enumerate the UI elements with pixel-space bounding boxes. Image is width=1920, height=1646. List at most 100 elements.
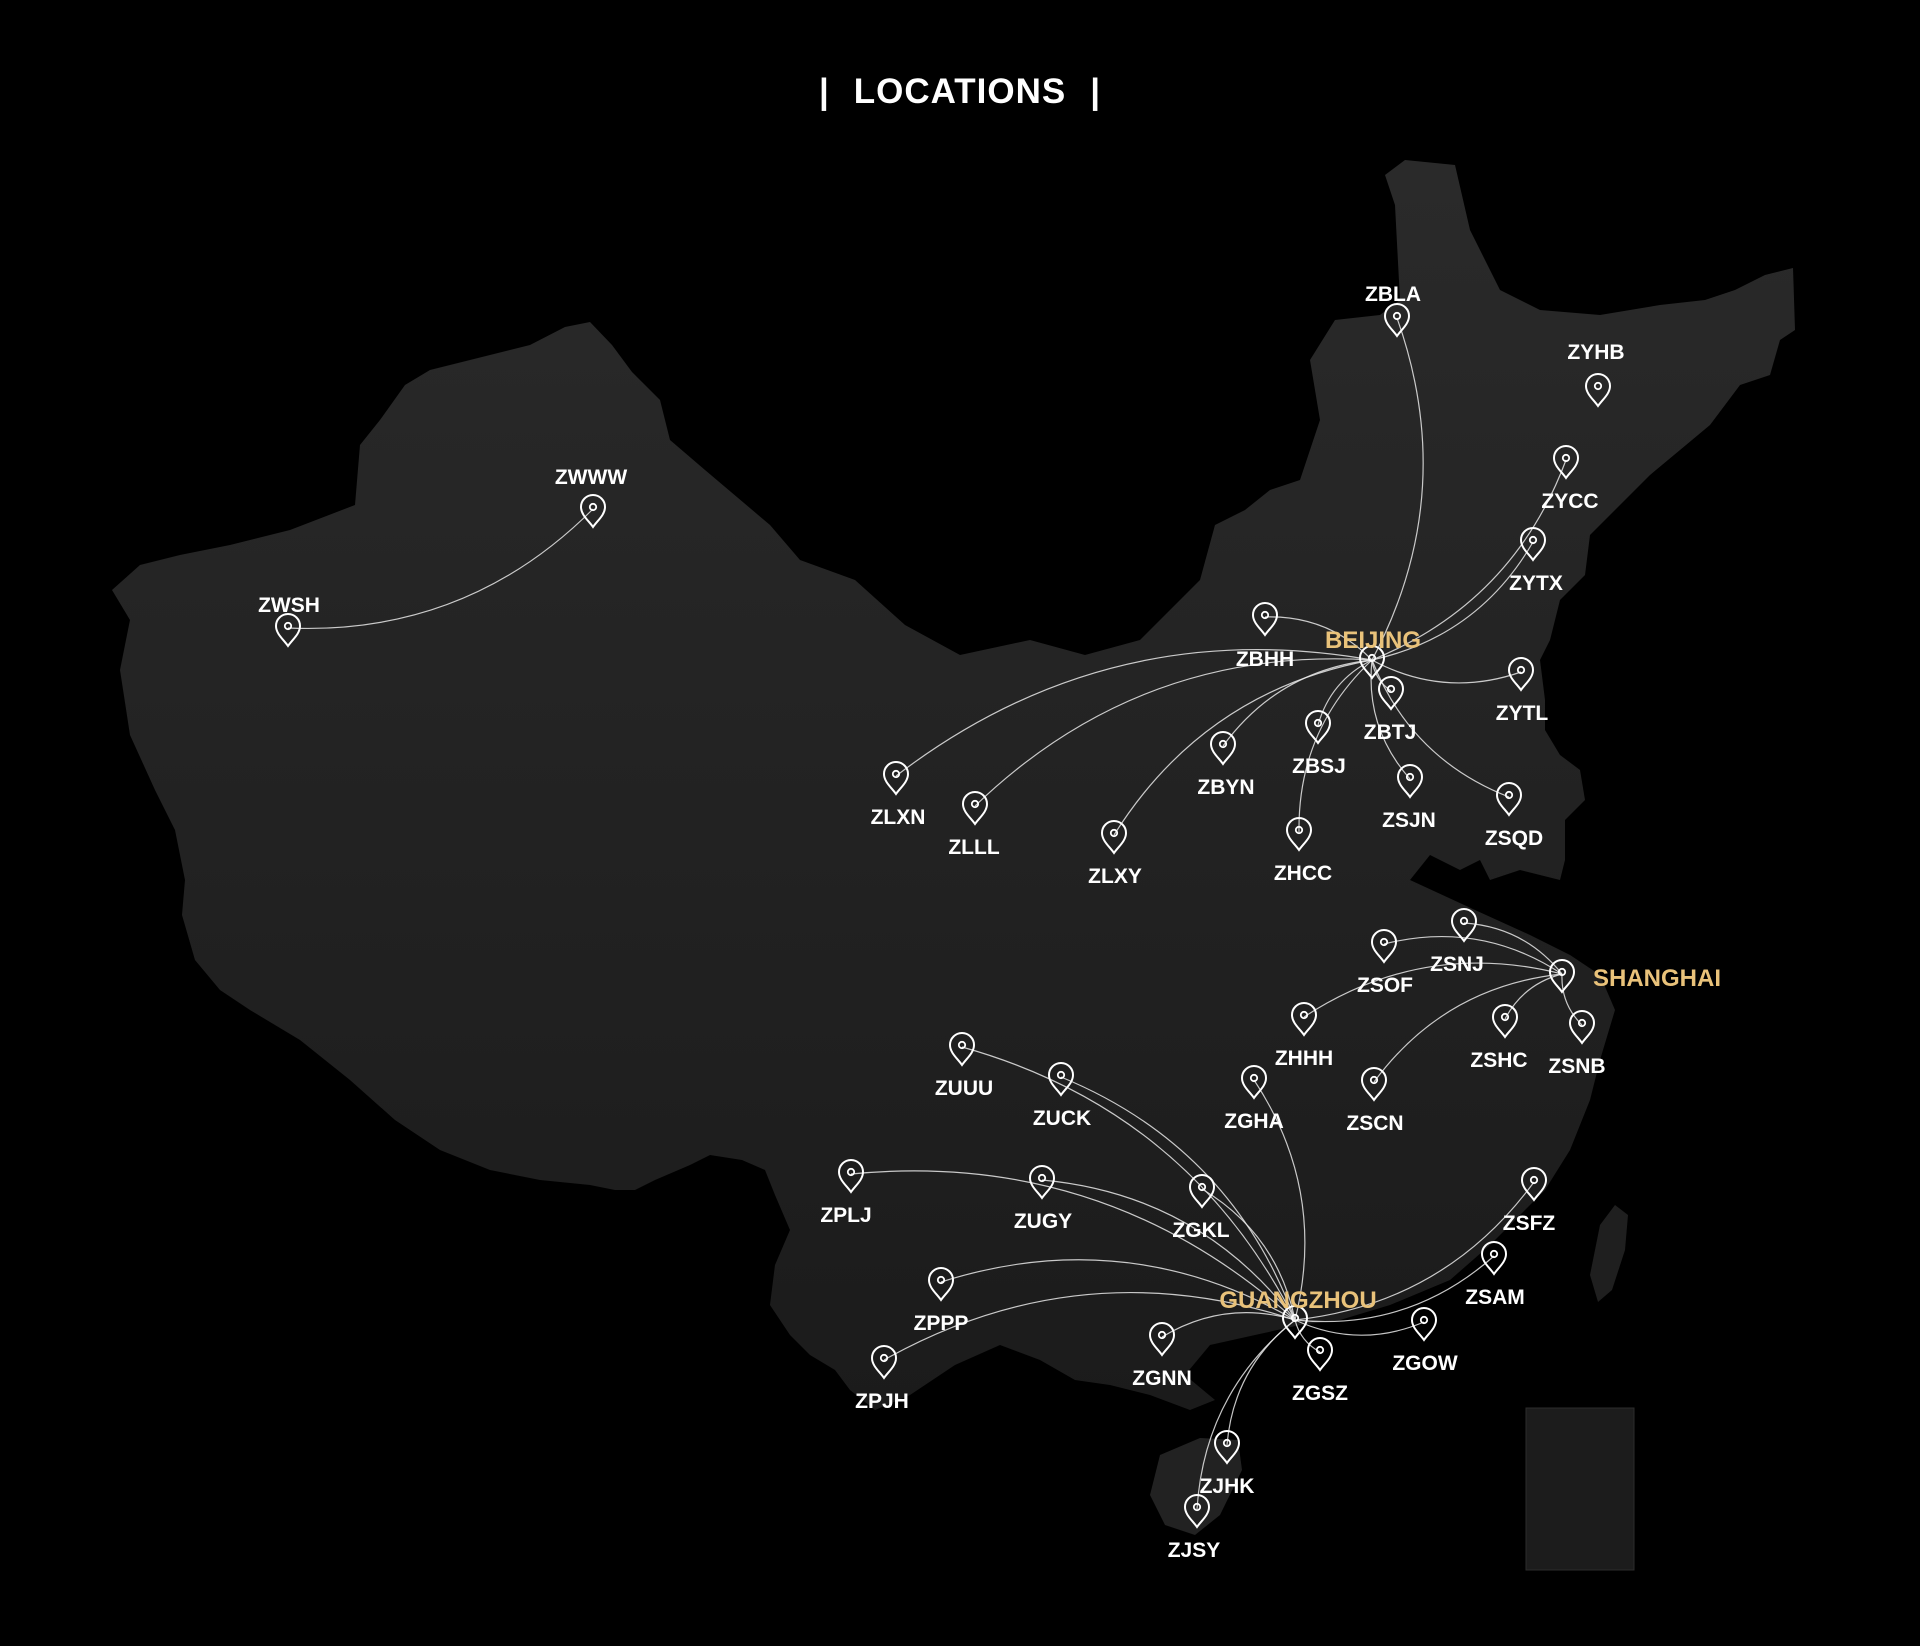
airport-code-label: ZBYN	[1197, 776, 1254, 799]
airport-code-label: ZSAM	[1465, 1286, 1525, 1309]
airport-marker-zytx[interactable]: ZYTX	[1509, 527, 1563, 595]
hub-marker-beijing[interactable]: BEIJING	[1325, 627, 1421, 679]
airport-marker-zgkl[interactable]: ZGKL	[1172, 1174, 1230, 1242]
route-guangzhou-zsam	[1294, 1255, 1495, 1323]
airport-marker-zsqd[interactable]: ZSQD	[1485, 782, 1543, 850]
airport-marker-zuuu[interactable]: ZUUU	[935, 1032, 993, 1100]
airport-marker-zuck[interactable]: ZUCK	[1033, 1062, 1091, 1130]
airport-marker-zhhh[interactable]: ZHHH	[1275, 1002, 1333, 1070]
route-guangzhou-zugy	[1041, 1179, 1296, 1321]
route-shanghai-zsof	[1383, 935, 1563, 975]
route-shanghai-zshc	[1504, 973, 1563, 1020]
airport-marker-zlll[interactable]: ZLLL	[948, 791, 1000, 859]
airport-code-label: ZBLA	[1365, 283, 1421, 306]
airport-marker-zppp[interactable]: ZPPP	[914, 1267, 969, 1335]
route-guangzhou-zgkl	[1201, 1188, 1296, 1321]
airport-code-label: ZLLL	[948, 836, 999, 859]
route-beijing-zbla	[1371, 317, 1424, 661]
route-guangzhou-zgow	[1294, 1319, 1425, 1336]
airport-marker-zgsz[interactable]: ZGSZ	[1292, 1337, 1348, 1405]
airport-marker-zycc[interactable]: ZYCC	[1541, 445, 1599, 513]
airport-code-label: ZBSJ	[1292, 755, 1346, 778]
airport-code-label: ZSNB	[1548, 1055, 1605, 1078]
airport-code-label: ZBTJ	[1364, 721, 1417, 744]
airport-code-label: ZSNJ	[1430, 953, 1484, 976]
airport-code-label: ZSJN	[1382, 809, 1436, 832]
airport-code-label: ZPJH	[855, 1390, 909, 1413]
route-beijing-zlxy	[1113, 659, 1373, 836]
airport-marker-zpjh[interactable]: ZPJH	[855, 1345, 909, 1413]
airport-code-label: ZGKL	[1172, 1219, 1229, 1242]
route-guangzhou-zuck	[1060, 1076, 1296, 1321]
airport-marker-zsam[interactable]: ZSAM	[1465, 1241, 1525, 1309]
route-beijing-zsqd	[1371, 659, 1510, 798]
airport-marker-zsfz[interactable]: ZSFZ	[1503, 1167, 1556, 1235]
airport-code-label: ZGNN	[1132, 1367, 1192, 1390]
airport-code-label: ZGSZ	[1292, 1382, 1348, 1405]
airport-code-label: ZJHK	[1200, 1475, 1255, 1498]
route-beijing-zbsj	[1317, 659, 1373, 726]
title-divider-right: |	[1090, 72, 1102, 111]
airport-marker-zbtj[interactable]: ZBTJ	[1364, 676, 1417, 744]
airport-marker-zgow[interactable]: ZGOW	[1392, 1307, 1458, 1375]
airport-marker-zbsj[interactable]: ZBSJ	[1292, 710, 1346, 778]
airport-marker-zgnn[interactable]: ZGNN	[1132, 1322, 1192, 1390]
airport-marker-zwww[interactable]: ZWWW	[555, 466, 627, 528]
route-beijing-zlxn	[895, 648, 1373, 777]
airport-marker-zugy[interactable]: ZUGY	[1014, 1165, 1072, 1233]
airport-code-label: ZPPP	[914, 1312, 969, 1335]
airport-code-label: ZPLJ	[820, 1204, 871, 1227]
route-guangzhou-zplj	[850, 1170, 1296, 1321]
airport-marker-zscn[interactable]: ZSCN	[1346, 1067, 1404, 1135]
airport-marker-zhcc[interactable]: ZHCC	[1274, 817, 1332, 885]
route-guangzhou-zjsy	[1196, 1319, 1296, 1510]
airport-code-label: ZSCN	[1346, 1112, 1403, 1135]
airport-marker-zbla[interactable]: ZBLA	[1365, 283, 1421, 337]
airport-marker-zbyn[interactable]: ZBYN	[1197, 731, 1255, 799]
airport-code-label: ZUUU	[935, 1077, 993, 1100]
airport-marker-zsnb[interactable]: ZSNB	[1548, 1010, 1606, 1078]
map-pin-icon	[1481, 1241, 1507, 1275]
airport-code-label: ZWSH	[258, 594, 320, 617]
airport-code-label: ZSHC	[1470, 1049, 1527, 1072]
hub-marker-shanghai[interactable]: SHANGHAI	[1549, 959, 1721, 993]
airport-marker-zgha[interactable]: ZGHA	[1224, 1065, 1284, 1133]
airport-code-label: ZUGY	[1014, 1210, 1072, 1233]
airport-code-label: ZYTL	[1496, 702, 1549, 725]
airport-marker-zjsy[interactable]: ZJSY	[1168, 1494, 1221, 1562]
hainan-island	[1150, 1438, 1242, 1535]
route-beijing-zhcc	[1298, 659, 1373, 833]
page-title: |LOCATIONS|	[0, 72, 1920, 112]
airport-marker-zjhk[interactable]: ZJHK	[1200, 1430, 1255, 1498]
airport-marker-zlxy[interactable]: ZLXY	[1088, 820, 1142, 888]
airport-code-label: ZSFZ	[1503, 1212, 1556, 1235]
taiwan-island	[1590, 1205, 1628, 1302]
airport-marker-zytl[interactable]: ZYTL	[1496, 657, 1549, 725]
route-lines	[287, 317, 1583, 1510]
route-beijing-zycc	[1371, 459, 1567, 661]
title-text: LOCATIONS	[853, 72, 1067, 111]
airport-code-label: ZHCC	[1274, 862, 1332, 885]
airport-code-label: ZYHB	[1567, 341, 1624, 364]
airport-code-label: ZGOW	[1392, 1352, 1457, 1375]
route-shanghai-zscn	[1373, 973, 1563, 1083]
airport-code-label: ZLXN	[871, 806, 926, 829]
airport-marker-zsof[interactable]: ZSOF	[1357, 929, 1413, 997]
china-landmass	[112, 160, 1795, 1410]
hub-label: SHANGHAI	[1593, 965, 1721, 992]
airport-code-label: ZJSY	[1168, 1539, 1221, 1562]
south-china-sea-inset	[1525, 1407, 1635, 1571]
airport-code-label: ZSOF	[1357, 974, 1413, 997]
airport-marker-zsjn[interactable]: ZSJN	[1382, 764, 1436, 832]
airport-marker-zplj[interactable]: ZPLJ	[820, 1159, 872, 1227]
map-pin-icon	[1411, 1307, 1437, 1341]
airport-marker-zbhh[interactable]: ZBHH	[1236, 602, 1294, 671]
airport-marker-zyhb[interactable]: ZYHB	[1567, 341, 1625, 407]
airport-marker-zlxn[interactable]: ZLXN	[871, 761, 926, 829]
hub-marker-guangzhou[interactable]: GUANGZHOU	[1219, 1287, 1377, 1339]
route-guangzhou-zsfz	[1294, 1181, 1535, 1321]
airport-marker-zsnj[interactable]: ZSNJ	[1430, 908, 1484, 976]
airport-marker-zshc[interactable]: ZSHC	[1470, 1004, 1528, 1072]
airport-marker-zwsh[interactable]: ZWSH	[258, 594, 320, 647]
